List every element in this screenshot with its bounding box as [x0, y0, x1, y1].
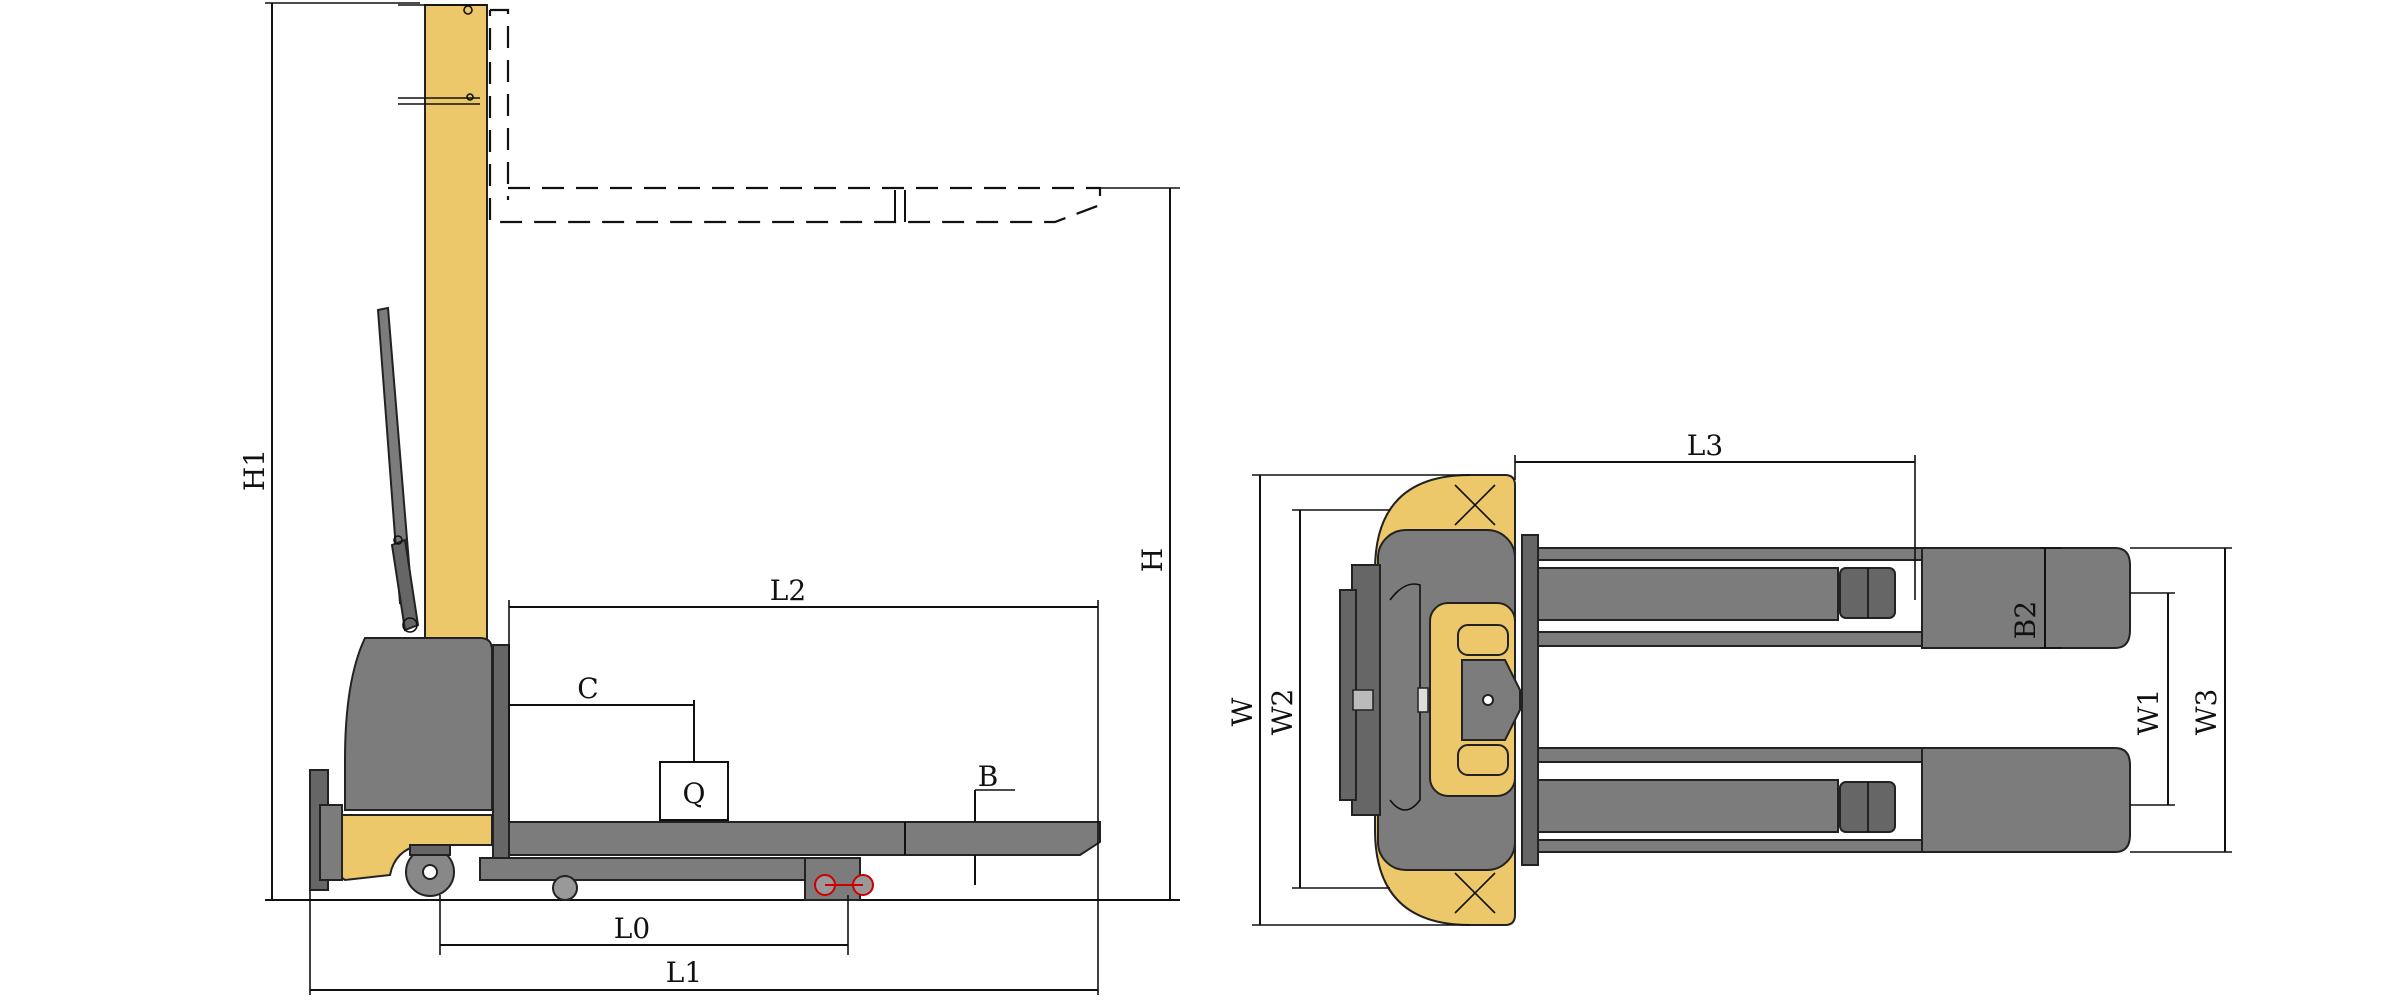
- raised-fork-outline: [488, 8, 1102, 224]
- label-W2: W2: [1266, 689, 1299, 736]
- label-H: H: [1136, 548, 1169, 572]
- chassis-leg: [479, 857, 831, 881]
- dimension-B: B: [974, 760, 1015, 885]
- dimension-L2: L2: [508, 574, 1099, 995]
- dimension-W2: W2: [1266, 509, 1390, 889]
- label-B: B: [978, 760, 999, 793]
- dimension-W3: W3: [2130, 547, 2232, 853]
- top-view: L3 W W2 B2 W1: [1226, 429, 2232, 926]
- label-W1: W1: [2132, 689, 2165, 736]
- dimension-H: H: [1100, 187, 1180, 900]
- dimension-W1: W1: [2130, 592, 2175, 806]
- fork-tip: [904, 821, 1101, 856]
- drive-unit-body: [344, 637, 493, 811]
- label-C: C: [577, 672, 598, 705]
- label-L3: L3: [1687, 429, 1723, 462]
- label-W3: W3: [2190, 689, 2223, 736]
- top-carriage-plate: [1521, 534, 1539, 866]
- dimension-W: W: [1226, 474, 1470, 926]
- top-x-mark-upper: [1454, 484, 1496, 526]
- dimension-B2: B2: [2009, 547, 2062, 649]
- dimension-C: C: [509, 672, 694, 706]
- dimension-H1: H1: [238, 2, 420, 900]
- label-B2: B2: [2009, 601, 2042, 639]
- tiller-joint: [390, 538, 420, 632]
- label-Q: Q: [683, 777, 706, 810]
- fork-lowered: [508, 821, 906, 856]
- carriage-plate: [492, 644, 510, 881]
- dimension-L0: L0: [439, 895, 849, 955]
- label-H1: H1: [238, 449, 271, 491]
- top-fork-upper: [1537, 547, 2131, 649]
- side-view: Q H1 H L2 C B: [238, 2, 1180, 995]
- label-W: W: [1226, 697, 1259, 726]
- dimension-L3: L3: [1514, 429, 1916, 600]
- label-L1: L1: [666, 956, 702, 989]
- top-x-mark-lower: [1454, 872, 1496, 914]
- label-L0: L0: [614, 912, 650, 945]
- dimension-L1: L1: [309, 890, 1098, 995]
- mast: [424, 4, 488, 646]
- top-fork-lower: [1537, 747, 2131, 853]
- castor-wheel: [552, 875, 578, 901]
- label-L2: L2: [770, 574, 806, 607]
